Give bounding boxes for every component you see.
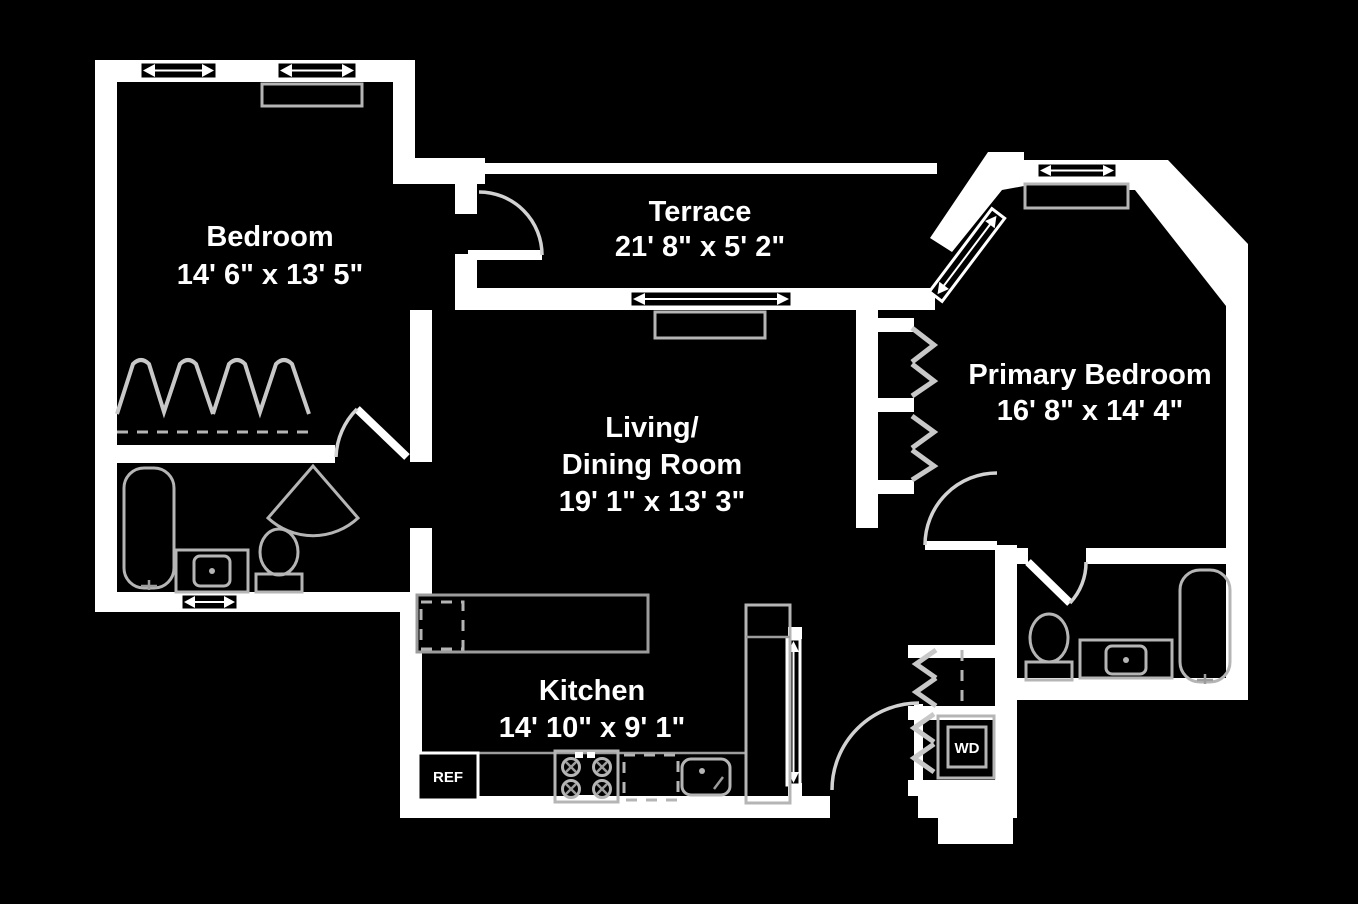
wall-segment-diagonal (930, 152, 1024, 252)
wall-segment (1086, 548, 1246, 564)
hall-closet (911, 647, 964, 709)
primary-bedroom-diagonal-window (927, 206, 1007, 304)
primary-bedroom-window (1035, 161, 1119, 180)
bathroom-vanity (174, 548, 250, 594)
primary-bathroom-door (1025, 559, 1088, 606)
living-dining-name-line2: Dining Room (562, 449, 742, 481)
primary-bathroom-vanity (1078, 638, 1174, 680)
wall-segment (908, 780, 997, 796)
living-dining-label: Living/ Dining Room 19' 1" x 13' 3" (559, 412, 745, 518)
bathroom-toilet (254, 527, 304, 594)
living-dining-name-line1: Living/ (605, 412, 698, 444)
walls (95, 60, 1248, 844)
wall-segment (95, 592, 412, 612)
kitchen-sink (680, 757, 732, 797)
bedroom-radiator (260, 82, 364, 108)
wall-segment (455, 158, 477, 214)
wall-segment (410, 310, 432, 462)
bathroom-door (265, 463, 361, 538)
wall-segment (400, 796, 830, 818)
wall-segment (995, 545, 1017, 678)
bedroom-door (334, 406, 410, 460)
living-dining-dimensions: 19' 1" x 13' 3" (559, 486, 745, 518)
wall-segment (878, 480, 914, 494)
bedroom-dimensions: 14' 6" x 13' 5" (177, 259, 363, 291)
wall-segment (393, 60, 415, 172)
wall-segment (477, 163, 937, 174)
living-room-radiator (653, 310, 767, 340)
primary-bathroom-tub (1178, 568, 1232, 684)
terrace-door (468, 190, 544, 260)
terrace-dimensions: 21' 8" x 5' 2" (615, 231, 785, 263)
kitchen-peninsula-counter (415, 593, 650, 654)
washer-dryer-label: WD (955, 740, 980, 757)
wall-segment (95, 60, 117, 612)
laundry-closet: WD (909, 711, 996, 780)
kitchen-label: Kitchen 14' 10" x 9' 1" (499, 675, 685, 744)
terrace-living-window (628, 289, 794, 309)
primary-bedroom-door (923, 471, 998, 550)
kitchen-dimensions: 14' 10" x 9' 1" (499, 712, 685, 744)
entry-door (830, 701, 923, 792)
bathroom-window (179, 592, 240, 612)
wall-segment (95, 445, 335, 463)
terrace-name: Terrace (649, 196, 752, 228)
wall-segment (995, 548, 1028, 564)
kitchen-tall-cabinet (744, 603, 792, 805)
bathroom-tub (122, 466, 176, 590)
refrigerator: REF (416, 751, 480, 802)
primary-bathroom-toilet (1024, 612, 1074, 682)
dishwasher (622, 753, 680, 802)
wall-segment (410, 528, 432, 612)
primary-bedroom-radiator (1023, 182, 1130, 210)
stove (553, 749, 620, 804)
wall-segment (908, 645, 997, 658)
primary-bedroom-dimensions: 16' 8" x 14' 4" (997, 395, 1183, 427)
refrigerator-label: REF (433, 769, 463, 786)
bedroom-window-left (138, 60, 219, 81)
terrace-label: Terrace 21' 8" x 5' 2" (615, 196, 785, 263)
wall-segment (878, 398, 914, 412)
bedroom-name: Bedroom (206, 221, 333, 253)
wall-segment-diagonal (1135, 160, 1248, 306)
bedroom-closet (115, 358, 311, 434)
bedroom-window-right (275, 60, 359, 81)
primary-bedroom-closets (910, 326, 939, 483)
wall-segment (995, 678, 1248, 700)
kitchen-name: Kitchen (539, 675, 645, 707)
wall-segment (878, 318, 914, 332)
primary-bedroom-name: Primary Bedroom (968, 359, 1211, 391)
primary-bedroom-label: Primary Bedroom 16' 8" x 14' 4" (968, 359, 1211, 427)
bedroom-label: Bedroom 14' 6" x 13' 5" (177, 221, 363, 291)
wall-segment (856, 310, 878, 528)
